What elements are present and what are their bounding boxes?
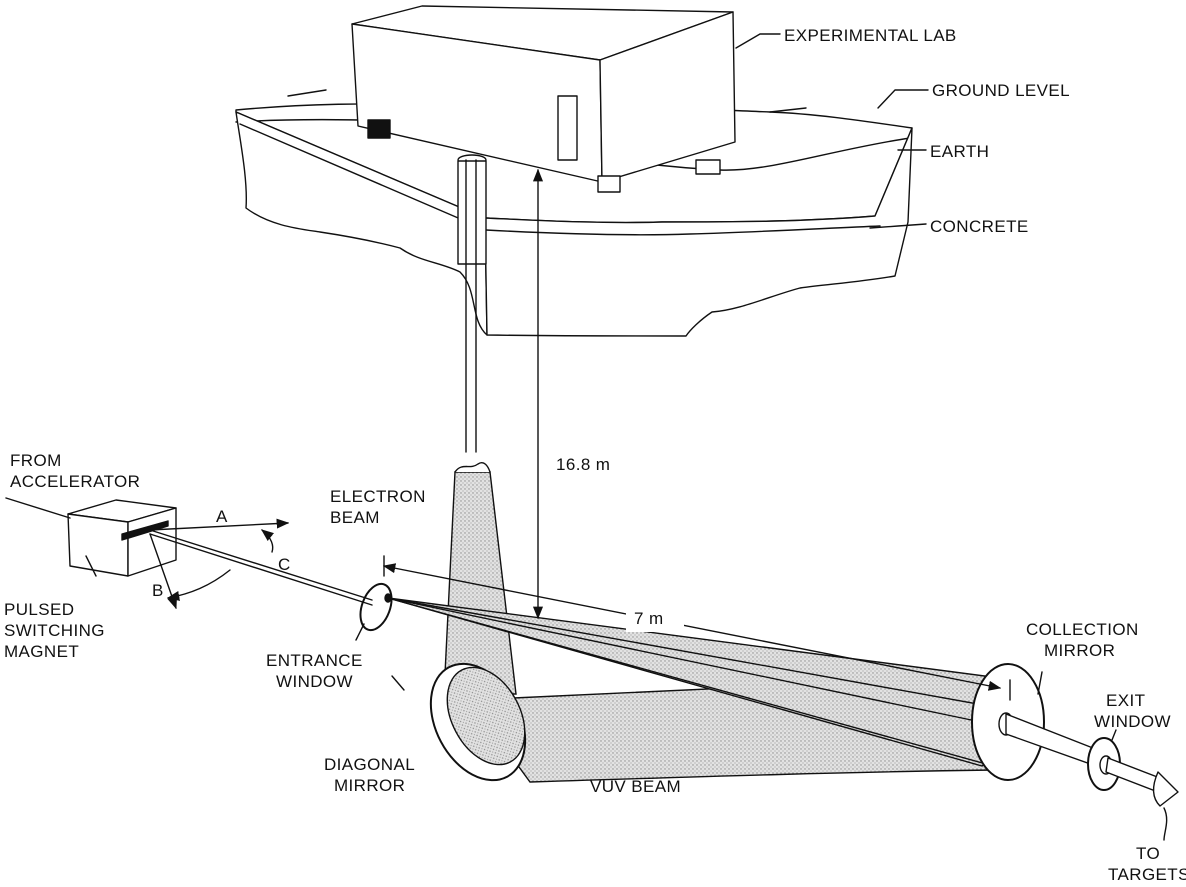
leader-magnet xyxy=(85,555,97,577)
label-exit-window-1: EXIT xyxy=(1106,691,1145,710)
rotation-arrow-cb xyxy=(166,569,231,601)
label-beam-c: C xyxy=(278,555,291,574)
magnet-front xyxy=(67,513,129,577)
label-exit-window-2: WINDOW xyxy=(1094,712,1171,731)
beam-line-c-1 xyxy=(149,529,373,601)
collection-mirror xyxy=(971,663,1099,781)
diagonal-mirror xyxy=(429,662,527,782)
label-to-targets-2: TARGETS xyxy=(1108,865,1186,884)
experimental-lab-building xyxy=(351,5,736,193)
pipe-break xyxy=(454,462,491,473)
label-electron-beam-1: ELECTRON xyxy=(330,487,426,506)
exit-pipe-2 xyxy=(1105,757,1161,793)
label-experimental-lab: EXPERIMENTAL LAB xyxy=(784,26,957,45)
label-concrete: CONCRETE xyxy=(930,217,1029,236)
beam-line-c-2 xyxy=(149,533,373,606)
label-diagonal-mirror-2: MIRROR xyxy=(334,776,405,795)
label-pulsed-magnet-2: SWITCHING xyxy=(4,621,105,640)
entrance-window-rim xyxy=(359,582,393,632)
magnet-slot xyxy=(121,520,169,541)
lab-foot-1 xyxy=(367,119,391,139)
entrance-window-center xyxy=(384,593,392,603)
leader-exit xyxy=(1111,729,1117,741)
electron-beam xyxy=(5,497,373,610)
label-length-dimension: 7 m xyxy=(634,609,664,628)
ground-stub-right xyxy=(769,107,807,113)
label-from-accelerator-2: ACCELERATOR xyxy=(10,472,140,491)
label-earth: EARTH xyxy=(930,142,989,161)
slab-left-face xyxy=(235,111,488,336)
slab-right-earth-line xyxy=(485,225,881,236)
length-dimension-line xyxy=(382,563,1002,691)
text-labels: EXPERIMENTAL LAB GROUND LEVEL EARTH CONC… xyxy=(4,26,1186,884)
label-entrance-window-2: WINDOW xyxy=(276,672,353,691)
entrance-window xyxy=(359,582,393,632)
label-collection-mirror-1: COLLECTION xyxy=(1026,620,1139,639)
lab-foot-2 xyxy=(597,175,621,193)
label-electron-beam-2: BEAM xyxy=(330,508,380,527)
lab-door xyxy=(557,95,578,161)
vertical-shaft xyxy=(457,154,487,453)
label-pulsed-magnet-1: PULSED xyxy=(4,600,74,619)
label-diagonal-mirror-1: DIAGONAL xyxy=(324,755,415,774)
label-from-accelerator-1: FROM xyxy=(10,451,62,470)
beam-from-accelerator xyxy=(5,497,71,519)
label-ground-level: GROUND LEVEL xyxy=(932,81,1070,100)
label-entrance-window-1: ENTRANCE xyxy=(266,651,363,670)
label-pulsed-magnet-3: MAGNET xyxy=(4,642,79,661)
leader-targets xyxy=(1163,807,1168,841)
leader-entrance xyxy=(355,623,365,641)
label-beam-a: A xyxy=(216,507,228,526)
label-to-targets-1: TO xyxy=(1136,844,1160,863)
vertical-beam-cone xyxy=(443,471,517,695)
length-label-bg xyxy=(626,600,684,632)
ground-stub-left xyxy=(287,89,327,97)
leader-ground xyxy=(877,89,929,109)
rotation-arrow-ac xyxy=(261,529,275,553)
leader-lab xyxy=(735,33,781,49)
label-height-dimension: 16.8 m xyxy=(556,455,610,474)
leader-diagonal xyxy=(391,675,405,691)
lab-front-right xyxy=(599,11,736,183)
label-vuv-beam: VUV BEAM xyxy=(590,777,681,796)
dimension-7m xyxy=(382,555,1011,701)
leader-lines xyxy=(85,33,1168,841)
leader-collection xyxy=(1037,671,1043,695)
lab-foot-3 xyxy=(695,159,721,175)
target-cone xyxy=(1152,771,1179,807)
pulsed-switching-magnet xyxy=(67,499,177,577)
slab-right-face xyxy=(484,127,913,337)
beam-line-a xyxy=(149,518,290,531)
slab-left-earth-line xyxy=(239,123,487,231)
vertical-beam-pipe xyxy=(443,462,517,695)
shaft-cavity xyxy=(457,160,487,265)
label-beam-b: B xyxy=(152,581,164,600)
leader-concrete xyxy=(869,223,927,229)
label-collection-mirror-2: MIRROR xyxy=(1044,641,1115,660)
exit-window xyxy=(1087,737,1179,807)
